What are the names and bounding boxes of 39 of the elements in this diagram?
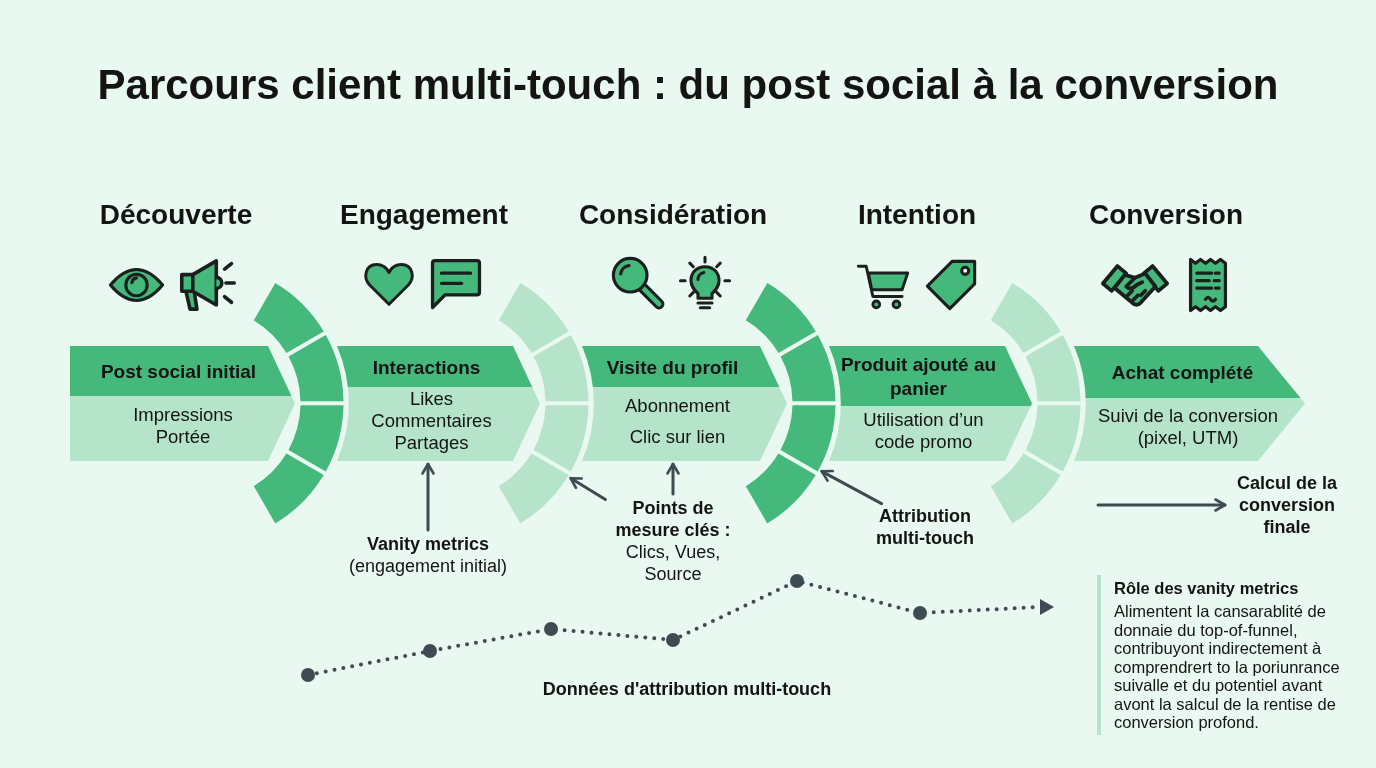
arrow [569,476,607,502]
stage-heading: Découverte [99,198,253,232]
arrow [820,469,884,506]
metric-text: Impressions [133,403,233,426]
metric-text: Utilisation d’un code promo [862,408,985,453]
process-step [70,346,295,461]
stage-title: Produit ajouté au panier [839,353,998,401]
metric-text: Clic sur lien [629,425,726,448]
process-step [337,346,540,461]
stage-title: Interactions [372,355,481,380]
note-text: Alimentent la cansarablité de donnaie du top-of-funnel, contribuyont indirectement à comprendrert to la poriunrance suivalle et du potentiel avant avont la salcul de la rentise de conversion profond. [1114,602,1341,732]
stage-title: Achat complété [1111,361,1254,385]
metric-text: Likes [409,388,454,410]
annotation-heading: Vanity metrics [366,533,490,555]
annotation-heading: Calcul de la conversion finale [1235,472,1338,538]
stage-heading: Considération [578,198,768,232]
arrow [666,462,680,496]
annotation-heading: Attribution multi-touch [875,505,975,549]
process-step [1074,346,1305,461]
metric-text: Suivi de la conversion (pixel, UTM) [1097,404,1279,449]
annotation-text: Clics, Vues, Source [624,541,722,585]
process-step [582,346,787,461]
arrow [421,462,435,532]
metric-text: Commentaires [371,410,492,432]
stage-title: Post social initial [100,360,257,384]
note-heading: Rôle des vanity metrics [1114,578,1300,599]
chart-caption: Données d'attribution multi-touch [542,678,832,701]
diagram-title: Parcours client multi-touch : du post social à la conversion [97,61,1279,109]
annotation-text: (engagement initial) [348,555,508,577]
metric-text: Portée [155,425,211,448]
annotation-heading: Points de mesure clés : [614,497,732,541]
arrow [1096,498,1227,512]
stage-heading: Conversion [1089,198,1243,232]
stage-heading: Intention [857,198,977,232]
stage-heading: Engagement [340,198,508,232]
metric-text: Abonnement [625,394,730,417]
process-step [829,346,1032,461]
stage-title: Visite du profil [606,355,739,380]
metric-text: Partages [394,432,469,454]
